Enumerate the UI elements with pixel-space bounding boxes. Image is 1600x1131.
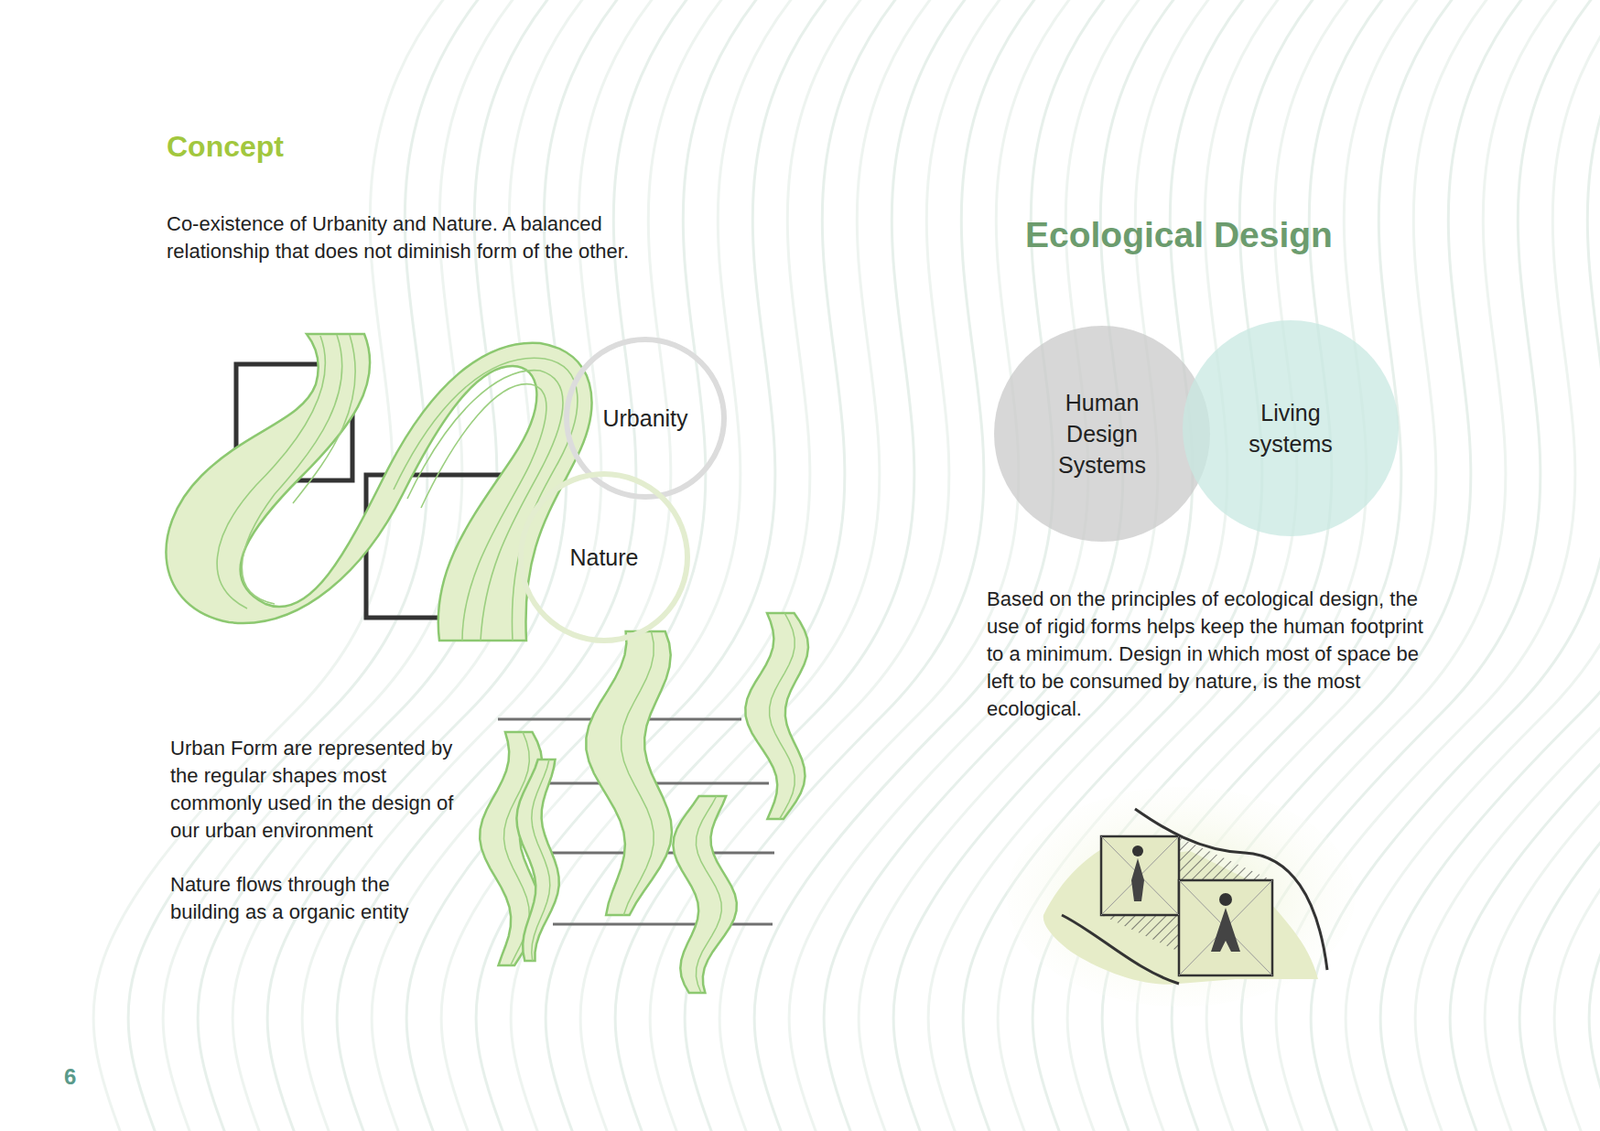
- node-text-wrap: Living systems: [1181, 319, 1400, 538]
- body-text: Based on the principles of ecological de…: [986, 585, 1427, 724]
- node-text-group: Urbanity: [602, 402, 688, 434]
- page-number: 6: [64, 1061, 101, 1092]
- node-label: Urbanity: [602, 402, 688, 434]
- intro-text: Co-existence of Urbanity and Nature. A b…: [166, 210, 680, 266]
- footprint-illustration: [1006, 787, 1355, 1007]
- node-text-group: Human Design Systems: [1042, 387, 1162, 481]
- note-text: Nature flows through the building as a o…: [170, 871, 464, 927]
- node-text-wrap: Human Design Systems: [993, 324, 1211, 543]
- heading: Concept: [166, 128, 284, 165]
- node-text-group: Nature: [569, 541, 638, 573]
- node-text-wrap: Nature: [517, 470, 692, 645]
- nature-strands: [479, 613, 809, 994]
- node-label: Human Design Systems: [1042, 387, 1162, 481]
- node-label: Living systems: [1231, 397, 1351, 460]
- note-text: Urban Form are represented by the regula…: [170, 735, 464, 845]
- node-label: Nature: [569, 541, 638, 573]
- circle-node: Human Design Systems: [993, 324, 1211, 543]
- ribbon-lines: [216, 335, 578, 641]
- circle-node: Living systems: [1181, 319, 1400, 538]
- circle-shape: [1181, 319, 1400, 538]
- circle-node: Nature: [517, 470, 692, 645]
- node-text-group: Living systems: [1231, 397, 1351, 460]
- section-heading: Ecological Design: [1025, 214, 1483, 257]
